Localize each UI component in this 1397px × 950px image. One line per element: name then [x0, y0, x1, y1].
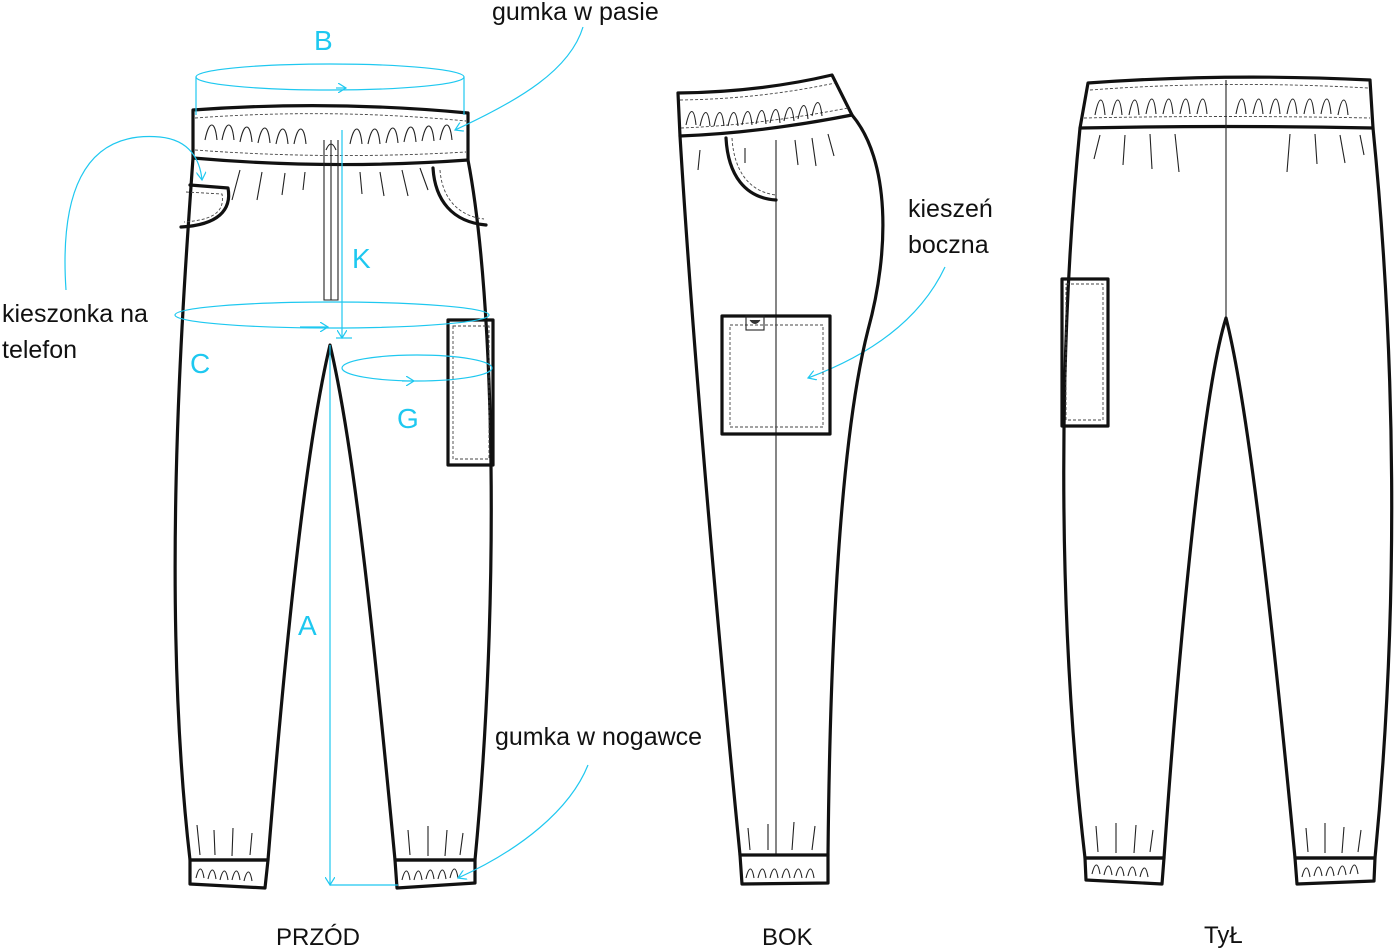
callout-side-pocket-line1: kieszeń — [908, 195, 993, 223]
measure-c-label: C — [190, 348, 210, 379]
side-cuff — [738, 853, 830, 886]
front-left-pocket — [179, 183, 231, 229]
front-dimension-lines — [64, 26, 946, 885]
side-view — [676, 73, 885, 886]
view-label-side: BOK — [762, 924, 813, 950]
back-right-cuff — [1293, 856, 1377, 886]
side-hip-pocket — [724, 136, 778, 202]
front-right-pocket — [431, 166, 488, 227]
phone-pocket — [446, 318, 495, 467]
dim-b-ellipse — [195, 63, 465, 91]
leader-leg-elastic — [458, 764, 589, 878]
measure-k-label: K — [352, 243, 371, 274]
front-left-cuff — [188, 858, 270, 890]
side-back-outline — [826, 113, 885, 857]
front-waist-gathers — [204, 124, 453, 201]
back-body-outline — [1062, 126, 1394, 860]
callout-phone-pocket-line1: kieszonka na — [2, 300, 148, 328]
callout-side-pocket-line2: boczna — [908, 231, 989, 259]
view-label-back: TyŁ — [1204, 922, 1243, 949]
measure-b-label: B — [314, 25, 333, 56]
side-cargo-pocket — [720, 314, 832, 436]
front-view — [173, 104, 495, 890]
side-waistband — [676, 73, 854, 138]
dim-g-ellipse — [341, 354, 493, 382]
side-front-outline — [678, 134, 742, 857]
measure-g-label: G — [397, 403, 419, 434]
dim-c-ellipse — [174, 301, 490, 329]
callout-phone-pocket-line2: telefon — [2, 336, 77, 364]
view-label-front: PRZÓD — [276, 924, 360, 950]
leader-phone-pocket — [64, 135, 202, 291]
front-body-outline — [173, 156, 493, 862]
leader-waist-elastic — [455, 26, 584, 130]
callout-waist-elastic: gumka w pasie — [492, 0, 659, 26]
measure-a-label: A — [298, 610, 317, 641]
back-left-cuff — [1083, 856, 1166, 886]
front-right-cuff — [393, 858, 477, 890]
callout-leg-elastic: gumka w nogawce — [495, 723, 702, 751]
back-phone-pocket — [1060, 277, 1110, 428]
back-view — [1060, 75, 1394, 886]
